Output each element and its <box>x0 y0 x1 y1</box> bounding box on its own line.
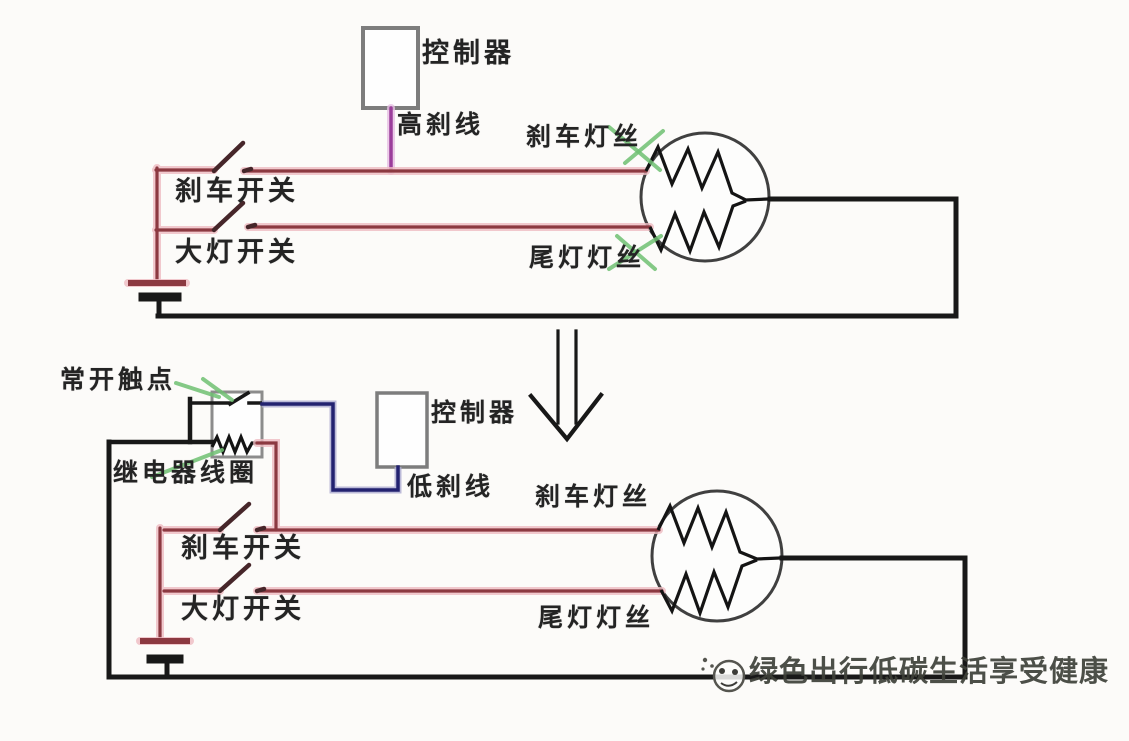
bottom-tail-filament-element <box>659 558 758 618</box>
top-brake-switch-arm <box>211 140 246 174</box>
top-controller-label: 控制器 <box>422 38 515 69</box>
bottom-headlight-switch-label: 大灯开关 <box>181 594 305 625</box>
bottom-controller-box <box>375 391 429 469</box>
bottom-battery <box>136 637 194 679</box>
top-battery <box>124 279 190 319</box>
bottom-tail-filament-label: 尾灯灯丝 <box>538 603 655 632</box>
top-brake-contact-tip <box>241 166 254 174</box>
bottom-red-wires <box>156 439 666 642</box>
top-brake-filament-label: 刹车灯丝 <box>526 122 643 151</box>
bottom-circuit <box>106 377 968 680</box>
top-tail-filament-label: 尾灯灯丝 <box>529 243 646 272</box>
bottom-brake-switch-label: 刹车开关 <box>181 533 305 564</box>
top-tail-filament-element <box>648 199 747 256</box>
top-brake-filament-element <box>644 143 769 202</box>
low-brake-line-label: 低刹线 <box>407 472 495 501</box>
relay-coil-label: 继电器线圈 <box>113 458 259 487</box>
top-controller-box <box>361 26 420 110</box>
bottom-brake-filament-element <box>656 502 781 561</box>
bottom-brake-switch-arm <box>217 501 252 533</box>
relay-coil-element <box>210 432 257 457</box>
bottom-headlight-contact-tip <box>254 586 267 594</box>
top-red-wires <box>152 164 654 286</box>
bottom-headlight-switch-arm <box>217 562 252 594</box>
normally-open-contact-label: 常开触点 <box>60 365 177 394</box>
top-headlight-switch-arm <box>211 200 246 233</box>
bottom-brake-contact-tip <box>254 525 267 533</box>
top-brake-switch-label: 刹车开关 <box>175 176 299 207</box>
bottom-brake-filament-label: 刹车灯丝 <box>535 482 652 511</box>
top-green-annotations <box>607 125 665 271</box>
top-black-return-wire <box>155 196 959 319</box>
low-brake-wire <box>260 400 402 494</box>
top-headlight-switch-label: 大灯开关 <box>175 237 299 268</box>
top-circuit <box>124 26 959 319</box>
high-brake-line-label: 高刹线 <box>397 110 485 139</box>
top-headlight-contact-tip <box>245 222 258 230</box>
bottom-controller-label: 控制器 <box>431 398 519 427</box>
bottom-green-annotations <box>150 377 234 479</box>
relay-contact <box>188 390 264 407</box>
bottom-black-wires <box>106 396 968 680</box>
transform-arrow-icon <box>528 329 604 443</box>
watermark-text: 绿色出行低碳生活享受健康 <box>749 654 1110 688</box>
watermark-logo <box>701 657 746 693</box>
